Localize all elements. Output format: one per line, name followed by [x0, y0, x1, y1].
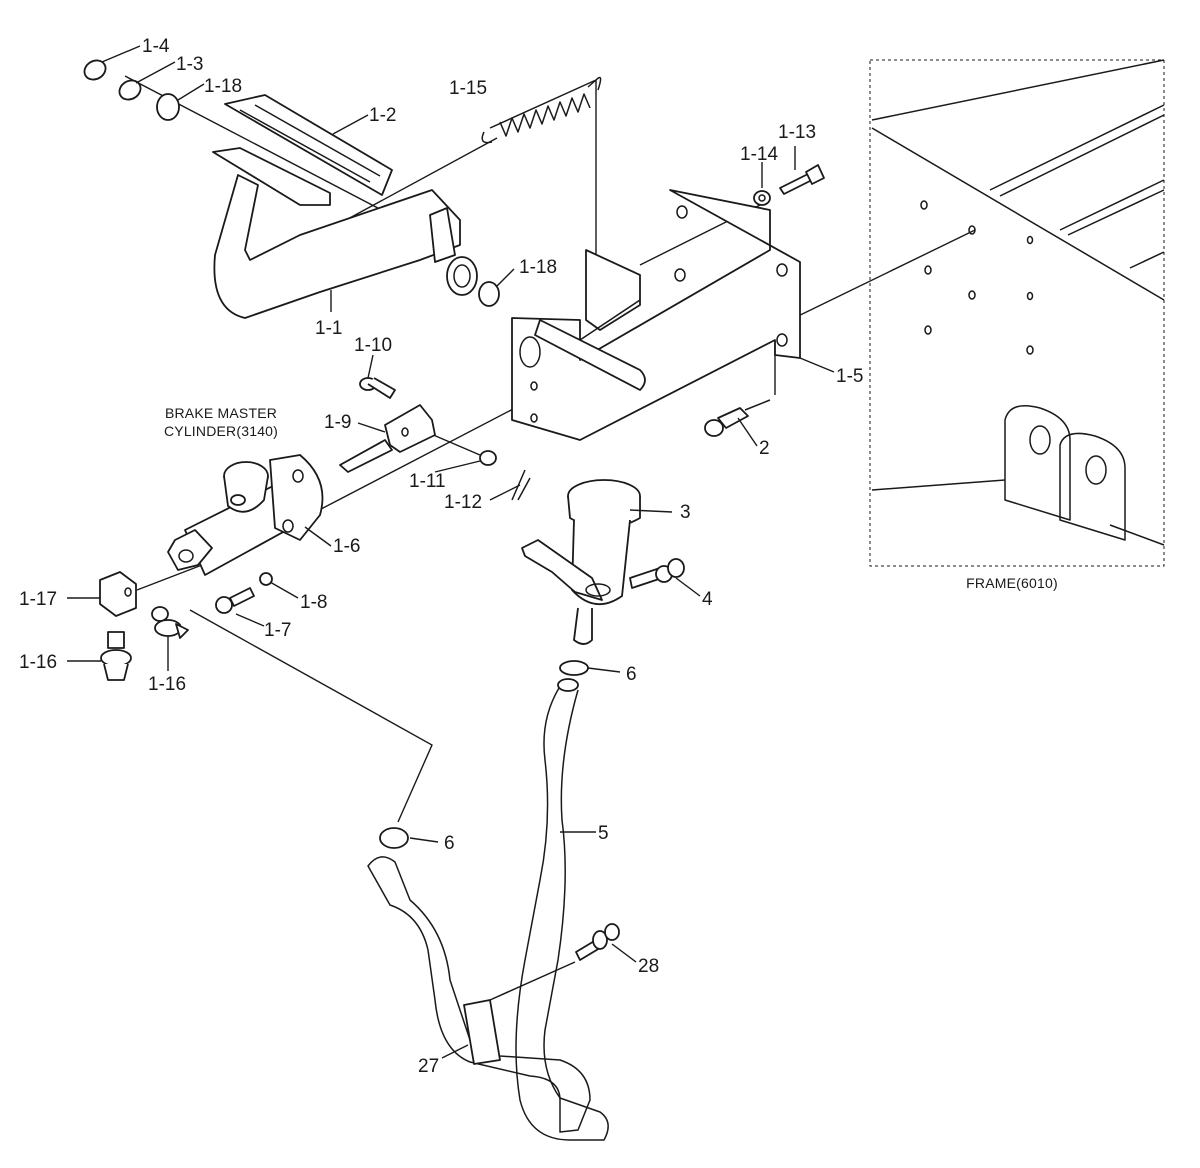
washer-1-8: [259, 572, 273, 586]
pedal-boss-bore: [453, 264, 471, 288]
bracket-hole-a: [676, 205, 688, 219]
reservoir-bracket: [521, 539, 603, 601]
bracket-bore: [519, 336, 541, 368]
pedal-pad-rubber: [224, 94, 393, 196]
flange-hole-a: [292, 469, 304, 483]
junction-1-17: [99, 571, 137, 617]
frame-illustration: [871, 59, 1165, 546]
bleeder-1-16b: [151, 606, 189, 639]
callout-1-8: 1-8: [300, 592, 327, 613]
washer-1-11: [479, 450, 497, 466]
callout-1-16: 1-16: [19, 652, 57, 673]
steel-tube-27: [367, 856, 591, 1133]
return-spring: [481, 76, 602, 144]
callout-27: 27: [418, 1056, 439, 1077]
frame-inset: FRAME(6010): [869, 59, 1165, 591]
bleeder-1-16a: [100, 631, 132, 681]
reservoir-bracket-slot: [585, 583, 611, 597]
callout-6: 6: [626, 664, 637, 685]
callout-1-18-second: 1-18: [519, 257, 557, 278]
pedal-pad-grooves: [239, 104, 381, 183]
callout-1-7: 1-7: [264, 620, 291, 641]
callout-1-4: 1-4: [142, 36, 170, 57]
callout-1-12: 1-12: [444, 492, 482, 513]
cylinder-outlet-bore: [178, 549, 194, 563]
nut-1-14: [753, 190, 771, 206]
frame-holes: [920, 200, 1034, 355]
callout-6-second: 6: [444, 833, 455, 854]
bolt-4: [629, 558, 685, 589]
bushing-1-18b: [478, 281, 500, 307]
frame-caption: FRAME(6010): [966, 575, 1058, 591]
pedal-lug: [429, 207, 456, 263]
bracket-shaft: [534, 319, 646, 391]
cotter-pin-1-12: [511, 469, 531, 501]
pedal-plate: [212, 147, 331, 206]
pedal-boss: [446, 256, 478, 296]
frame-inset-border: [869, 59, 1165, 567]
hose-clip-6b: [379, 827, 409, 849]
hose-clip-6a: [559, 660, 589, 676]
callout-1-5: 1-5: [836, 366, 863, 387]
callout-labels: 1-4 1-3 1-18 1-2 1-15 1-13 1-14 1-18 1-1…: [19, 36, 863, 1077]
master-caption-line2: CYLINDER(3140): [164, 423, 278, 439]
cylinder-inlet: [230, 494, 246, 506]
hose-5: [515, 678, 609, 1141]
callout-1-6: 1-6: [333, 536, 360, 557]
spring-coils: [499, 93, 591, 137]
bracket-hole-c: [776, 333, 788, 347]
master-cylinder: [167, 454, 324, 576]
brake-pedal: [212, 94, 478, 319]
bracket-hole-d: [674, 268, 686, 282]
callout-1-11: 1-11: [409, 471, 446, 492]
callout-1-17: 1-17: [19, 589, 57, 610]
callout-4: 4: [702, 589, 713, 610]
callout-2: 2: [759, 438, 770, 459]
callout-1-10: 1-10: [354, 335, 392, 356]
callout-1-9: 1-9: [324, 412, 351, 433]
bracket-hole-b: [776, 263, 788, 277]
callout-1-2: 1-2: [369, 105, 396, 126]
small-parts-top: [83, 59, 500, 307]
callout-1-13: 1-13: [778, 122, 816, 143]
bolt-1-7: [215, 587, 255, 614]
bracket-body: [511, 189, 801, 441]
bolt-1-13: [779, 164, 825, 195]
bracket-arm: [585, 249, 641, 331]
clevis-pin-1-10: [359, 377, 396, 399]
push-rod-yoke-1-9: [339, 404, 436, 473]
master-cylinder-caption: BRAKE MASTER CYLINDER(3140): [164, 405, 278, 439]
callout-1-15: 1-15: [449, 78, 487, 99]
callout-1-18: 1-18: [204, 76, 242, 97]
bushing-1-18a: [156, 93, 180, 121]
callout-28: 28: [638, 956, 659, 977]
callout-1-16-second: 1-16: [148, 674, 186, 695]
cylinder-flange: [269, 454, 324, 541]
cylinder-outlet-nut: [167, 529, 213, 571]
bracket-edge: [579, 299, 641, 341]
callout-leaders: [67, 45, 835, 1059]
snap-ring-1-4: [83, 59, 107, 81]
master-caption-line1: BRAKE MASTER: [165, 405, 277, 421]
bolt-28: [575, 923, 620, 961]
callout-1-14: 1-14: [740, 144, 778, 165]
pedal-bracket: [511, 189, 801, 441]
washer-1-3: [118, 79, 142, 101]
callout-1-1: 1-1: [315, 318, 342, 339]
pedal-arm: [213, 174, 461, 319]
reservoir-3: [521, 479, 641, 645]
bracket-pin-hole: [530, 381, 538, 391]
reservoir-outlet: [573, 607, 593, 645]
callout-3: 3: [680, 502, 691, 523]
bolt-2: [704, 399, 771, 437]
callout-5: 5: [598, 823, 609, 844]
callout-1-3: 1-3: [176, 54, 203, 75]
spring-hooks: [481, 76, 602, 144]
flange-hole-b: [282, 519, 294, 533]
bracket-pin-hole-b: [530, 413, 538, 423]
